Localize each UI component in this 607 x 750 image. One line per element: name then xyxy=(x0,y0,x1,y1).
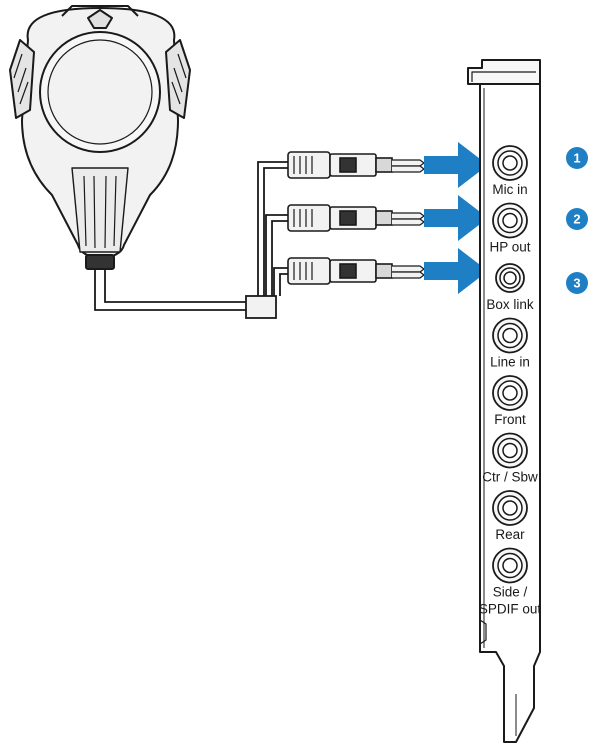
audio-port-icon[interactable] xyxy=(492,317,528,354)
port-label: Side / xyxy=(493,585,528,600)
splitter-cables xyxy=(257,161,290,296)
arrow-right-icon xyxy=(424,248,488,294)
port-label: Line in xyxy=(490,355,530,370)
step-number: 3 xyxy=(573,276,580,291)
port-label: Mic in xyxy=(492,182,527,197)
step-number-badge: 3 xyxy=(566,272,588,294)
audio-jack-plug-icon xyxy=(287,257,425,285)
audio-port-icon[interactable] xyxy=(495,263,525,293)
control-box-cable xyxy=(94,269,277,319)
port-label: Rear xyxy=(495,527,525,542)
port-label: Front xyxy=(494,412,526,427)
audio-port-icon[interactable] xyxy=(492,432,528,469)
port-label: Box link xyxy=(486,297,534,312)
step-number-badge: 1 xyxy=(566,147,588,169)
sound-card-bracket-icon xyxy=(467,59,541,743)
audio-port-icon[interactable] xyxy=(492,490,528,526)
port-label-line2: SPDIF out xyxy=(479,602,542,617)
arrow-right-icon xyxy=(424,142,488,188)
audio-jack-plug-icon xyxy=(287,151,425,179)
audio-jack-plug-icon xyxy=(287,204,425,232)
audio-port-icon[interactable] xyxy=(492,145,528,181)
connection-badges: 1 2 3 xyxy=(566,147,588,294)
arrow-right-icon xyxy=(424,195,488,241)
audio-port-icon[interactable] xyxy=(492,375,528,411)
step-number: 2 xyxy=(573,212,580,227)
port-label: Ctr / Sbw xyxy=(482,470,538,485)
step-number-badge: 2 xyxy=(566,208,588,230)
audio-port-icon[interactable] xyxy=(492,547,528,584)
audio-port-icon[interactable] xyxy=(492,202,528,239)
step-number: 1 xyxy=(573,151,580,166)
volume-control-box-icon xyxy=(9,5,191,270)
port-label: HP out xyxy=(489,240,530,255)
